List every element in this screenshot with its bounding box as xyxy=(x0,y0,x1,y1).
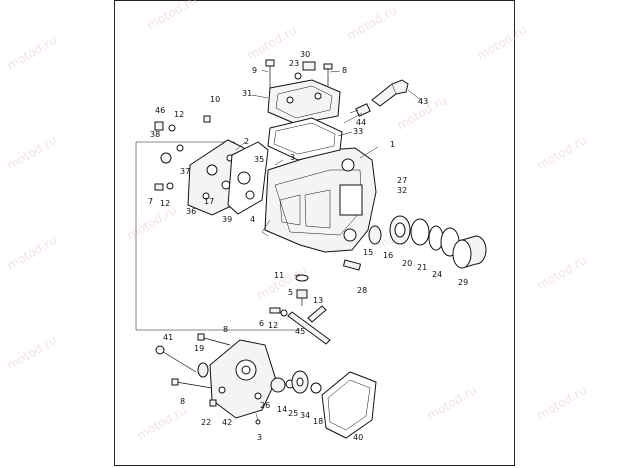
side-gasket xyxy=(227,141,269,215)
callout-22: 22 xyxy=(201,418,211,427)
callout-35: 35 xyxy=(254,155,264,164)
watermark: motod.ru xyxy=(475,23,530,63)
watermark: motod.ru xyxy=(5,33,60,73)
watermark: motod.ru xyxy=(535,383,590,423)
callout-12: 12 xyxy=(160,199,170,208)
callout-10: 10 xyxy=(210,95,220,104)
watermark: motod.ru xyxy=(535,253,590,293)
callout-16: 16 xyxy=(383,251,393,260)
callout-45: 45 xyxy=(295,327,305,336)
callout-40: 40 xyxy=(353,433,363,442)
assembly-boundary xyxy=(135,141,300,331)
callout-12: 12 xyxy=(174,110,184,119)
callout-38: 38 xyxy=(150,130,160,139)
callout-33: 33 xyxy=(353,127,363,136)
callout-26: 26 xyxy=(260,401,270,410)
callout-23: 23 xyxy=(289,59,299,68)
leader-lines xyxy=(235,69,423,421)
callout-3: 3 xyxy=(290,153,295,162)
callout-11: 11 xyxy=(274,271,284,280)
callout-42: 42 xyxy=(222,418,232,427)
watermark: motod.ru xyxy=(135,403,190,443)
callout-34: 34 xyxy=(300,411,310,420)
top-cover xyxy=(267,79,341,125)
watermark: motod.ru xyxy=(425,383,480,423)
cover-plate xyxy=(321,371,377,439)
callout-37: 37 xyxy=(180,167,190,176)
callout-41: 41 xyxy=(163,333,173,342)
watermark: motod.ru xyxy=(5,133,60,173)
callout-44: 44 xyxy=(356,118,366,127)
callout-1: 1 xyxy=(390,140,395,149)
lower-housing xyxy=(209,339,277,419)
watermark: motod.ru xyxy=(5,233,60,273)
left-small-parts xyxy=(154,115,211,191)
callout-18: 18 xyxy=(313,417,323,426)
callout-39: 39 xyxy=(222,215,232,224)
callout-25: 25 xyxy=(288,409,298,418)
callout-46: 46 xyxy=(155,106,165,115)
drain-plug xyxy=(295,274,309,306)
callout-14: 14 xyxy=(277,405,287,414)
callout-5: 5 xyxy=(288,288,293,297)
callout-36: 36 xyxy=(186,207,196,216)
top-bolts xyxy=(265,59,333,88)
callout-15: 15 xyxy=(363,248,373,257)
callout-24: 24 xyxy=(432,270,442,279)
dowel-pin xyxy=(342,259,362,271)
callout-12: 12 xyxy=(268,321,278,330)
callout-labels: 1 2 3 3 4 5 6 7 8 8 8 9 10 11 12 12 12 1… xyxy=(148,50,468,442)
callout-20: 20 xyxy=(402,259,412,268)
watermark: motod.ru xyxy=(5,333,60,373)
watermark: motod.ru xyxy=(245,23,300,63)
top-gasket xyxy=(267,117,343,161)
callout-9: 9 xyxy=(252,66,257,75)
callout-29: 29 xyxy=(458,278,468,287)
callout-13: 13 xyxy=(313,296,323,305)
watermark: motod.ru xyxy=(145,0,200,33)
callout-30: 30 xyxy=(300,50,310,59)
shift-lever xyxy=(269,305,331,345)
transmission-housing xyxy=(261,147,377,253)
watermark: motod.ru xyxy=(125,203,180,243)
callout-17: 17 xyxy=(204,197,214,206)
bearing-seal-stack xyxy=(368,215,487,269)
watermark: motod.ru xyxy=(535,133,590,173)
fitting xyxy=(349,103,371,117)
breather-hose xyxy=(371,79,409,107)
callout-4: 4 xyxy=(250,215,255,224)
lower-small-parts xyxy=(155,333,261,425)
callout-2: 2 xyxy=(244,137,249,146)
callout-8: 8 xyxy=(342,66,347,75)
callout-3: 3 xyxy=(257,433,262,442)
lower-gears xyxy=(270,370,322,394)
callout-21: 21 xyxy=(417,263,427,272)
callout-7: 7 xyxy=(148,197,153,206)
callout-43: 43 xyxy=(418,97,428,106)
callout-31: 31 xyxy=(242,89,252,98)
watermark: motod.ru xyxy=(345,3,400,43)
callout-19: 19 xyxy=(194,344,204,353)
callout-6: 6 xyxy=(259,319,264,328)
callout-28: 28 xyxy=(357,286,367,295)
callout-8: 8 xyxy=(180,397,185,406)
callout-32: 32 xyxy=(397,186,407,195)
callout-8: 8 xyxy=(223,325,228,334)
callout-27: 27 xyxy=(397,176,407,185)
